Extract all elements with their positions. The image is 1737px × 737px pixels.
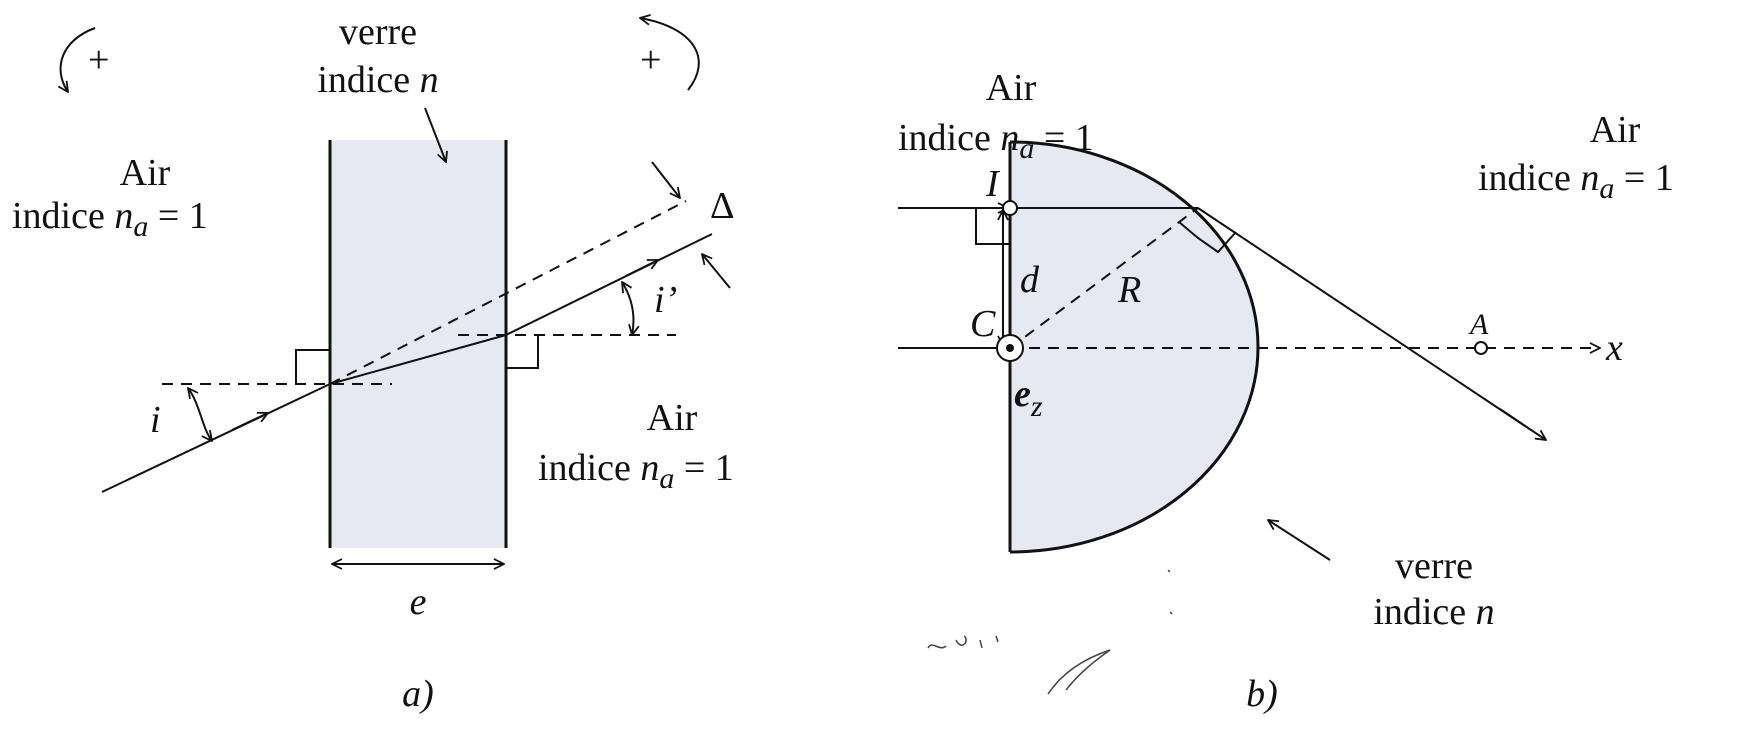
point-C-label: C: [970, 303, 996, 345]
air-right-a-line1: Air: [647, 397, 698, 439]
delta-pointer-top: [651, 161, 680, 198]
handwritten-scribble: [927, 569, 1173, 695]
air-left-a-line1: Air: [120, 152, 171, 194]
air-left-b-line1: Air: [986, 67, 1037, 109]
caption-b: b): [1246, 673, 1278, 715]
sign-arc-left: [61, 27, 96, 92]
unit-vector-label: ez: [1014, 373, 1043, 423]
distance-d-label: d: [1020, 259, 1040, 301]
air-right-b-line1: Air: [1590, 109, 1641, 151]
axis-x-label: x: [1605, 327, 1623, 369]
radius-dashed: [1009, 207, 1199, 349]
glass-label-b-line2: indice n: [1373, 591, 1494, 633]
glass-pointer-b: [1268, 520, 1331, 561]
air-right-a-line2: indice na = 1: [538, 447, 734, 495]
incident-ray: [101, 383, 331, 493]
air-left-a-line2: indice na = 1: [12, 195, 208, 243]
incident-extension-dashed: [329, 200, 687, 385]
air-right-b-line2: indice na = 1: [1478, 157, 1674, 205]
right-angle-right: [506, 335, 539, 369]
right-angle-left: [295, 349, 330, 384]
caption-a: a): [402, 673, 434, 715]
angle-i-label: i: [150, 399, 161, 441]
angle-i-prime-label: i’: [654, 279, 677, 321]
glass-label-a-line1: verre: [339, 11, 417, 53]
angle-i-arc: [188, 388, 212, 441]
glass-pointer-a: [424, 107, 446, 162]
angle-i-prime-arc: [622, 282, 634, 335]
emergent-ray: [505, 233, 713, 336]
sign-left: +: [88, 39, 109, 81]
glass-label-a-line2: indice n: [317, 59, 438, 101]
figure-a: + + verre indice n Air indice na = 1 Air…: [12, 11, 734, 715]
incident-ray-arrow: [231, 413, 268, 431]
point-A-label: A: [1468, 308, 1489, 341]
delta-label: Δ: [710, 185, 734, 227]
delta-pointer-bottom: [702, 254, 731, 289]
point-A-marker: [1474, 341, 1488, 355]
glass-slab: [330, 140, 506, 548]
right-angle-normal: [1178, 221, 1237, 254]
air-left-b-line2: indice na = 1: [898, 117, 1094, 165]
figure-b: x R d I C ez A Air indice na = 1 Air ind…: [898, 67, 1674, 715]
refracted-ray: [329, 334, 507, 385]
point-I-marker: [1002, 200, 1018, 216]
emergent-ray-b-arrow: [1499, 408, 1546, 440]
point-I-label: I: [985, 163, 1001, 205]
point-C-inner: [1006, 344, 1014, 352]
sign-arc-right: [640, 18, 700, 91]
radius-label: R: [1117, 269, 1141, 311]
thickness-label: e: [410, 581, 427, 623]
sign-right: +: [640, 39, 661, 81]
glass-label-b-line1: verre: [1395, 545, 1473, 587]
emergent-ray-b: [1197, 207, 1532, 431]
emergent-ray-arrow: [625, 260, 658, 277]
